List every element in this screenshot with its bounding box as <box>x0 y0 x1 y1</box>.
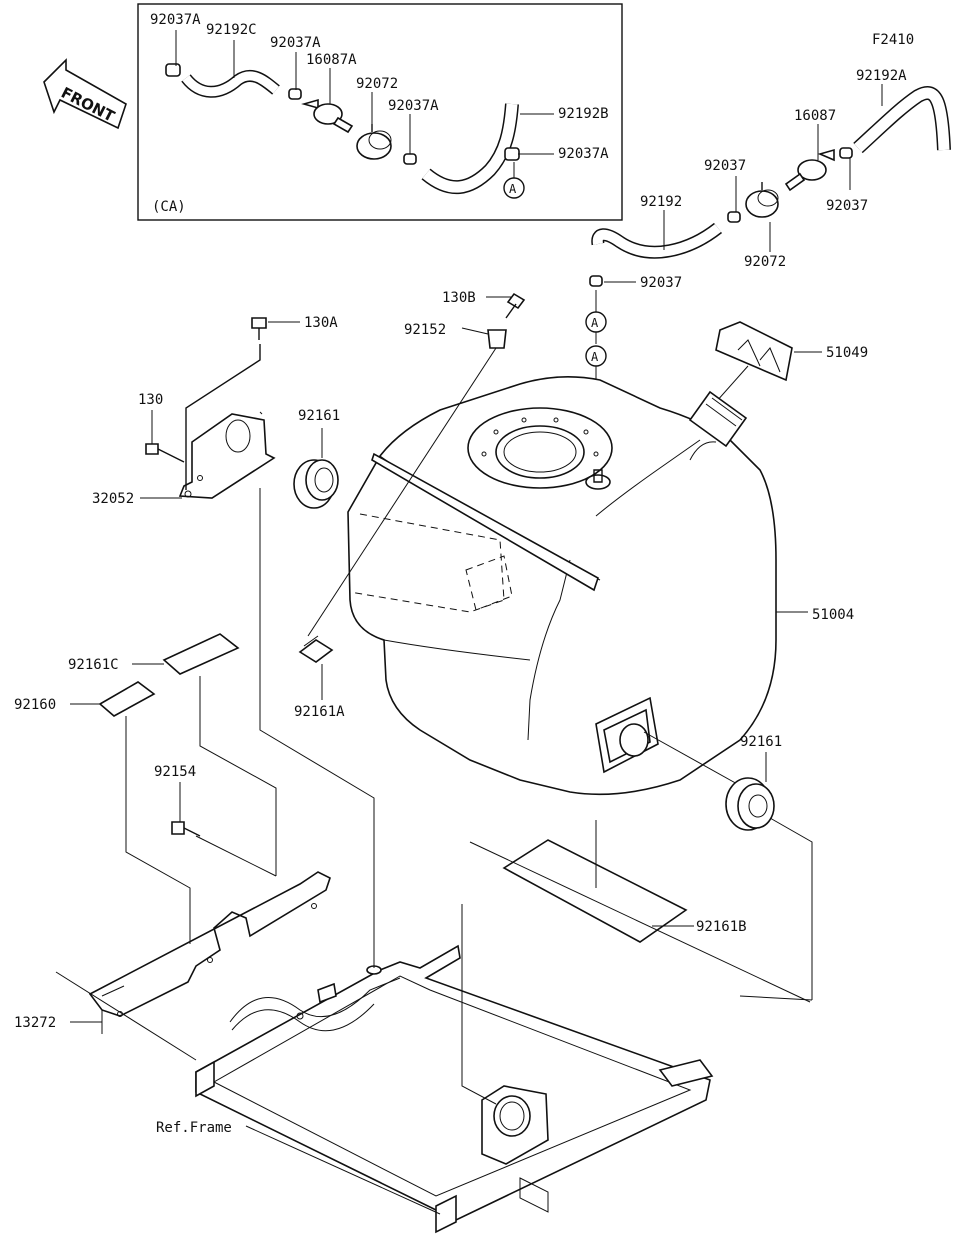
callout-92161c: 92161C <box>68 657 119 673</box>
callout-130a: 130A <box>304 315 338 331</box>
inset-callout-92037a-2: 92037A <box>270 35 321 51</box>
callout-92161a: 92161A <box>294 704 345 720</box>
inset-clamp-4 <box>504 147 520 161</box>
inset-clamp-3 <box>403 153 417 165</box>
front-direction-arrow: FRONT <box>43 58 127 130</box>
callout-16087: 16087 <box>794 108 836 124</box>
callout-92037-left: 92037 <box>704 158 746 174</box>
pad-92160 <box>98 681 156 717</box>
pad-92161a <box>298 635 334 663</box>
callout-92192a: 92192A <box>856 68 907 84</box>
inset-fuel-filter <box>301 98 354 134</box>
breather-hose-assembly <box>589 84 951 344</box>
inset-ref-marker <box>503 177 525 199</box>
bolt-130 <box>145 443 185 463</box>
callout-92154: 92154 <box>154 764 196 780</box>
callout-92160: 92160 <box>14 697 56 713</box>
callout-130: 130 <box>138 392 163 408</box>
ref-marker-1-label: A <box>591 316 599 330</box>
pad-92161c <box>162 633 240 675</box>
inset-ref-marker-label: A <box>509 182 517 196</box>
inset-callout-92037a-1: 92037A <box>150 12 201 28</box>
fuel-tank-51004 <box>347 376 777 796</box>
figure-code: F2410 <box>872 32 914 48</box>
callout-51049: 51049 <box>826 345 868 361</box>
callout-92037-right: 92037 <box>826 198 868 214</box>
inset-callout-92037a-4: 92037A <box>558 146 609 162</box>
inset-clamp-2 <box>288 88 302 100</box>
grommet-92161-lower <box>725 777 775 831</box>
callout-130b: 130B <box>442 290 476 306</box>
inset-callout-16087a: 16087A <box>306 52 357 68</box>
pad-92161b <box>502 839 688 943</box>
callout-92161-upper: 92161 <box>298 408 340 424</box>
frame-reference <box>195 944 714 1234</box>
ref-marker-2-label: A <box>591 350 599 364</box>
inset-callout-92072: 92072 <box>356 76 398 92</box>
callout-92161-lower: 92161 <box>740 734 782 750</box>
bolt-130b <box>505 292 526 319</box>
stay-13272 <box>88 871 331 1034</box>
callout-51004: 51004 <box>812 607 854 623</box>
grommet-92161-upper <box>293 459 339 509</box>
inset-clamp-1 <box>165 63 181 77</box>
callout-32052: 32052 <box>92 491 134 507</box>
assembly-guide-lines <box>55 488 813 1105</box>
callout-92161b: 92161B <box>696 919 747 935</box>
callout-92072: 92072 <box>744 254 786 270</box>
inset-callout-92192c: 92192C <box>206 22 257 38</box>
callout-92037-lower: 92037 <box>640 275 682 291</box>
callout-92192: 92192 <box>640 194 682 210</box>
filler-cap-51049 <box>715 321 793 382</box>
inset-callout-92192b: 92192B <box>558 106 609 122</box>
inset-ca-box: (CA) <box>137 3 623 221</box>
callout-92152: 92152 <box>404 322 446 338</box>
callout-ref-frame: Ref.Frame <box>156 1120 232 1136</box>
inset-region-label: (CA) <box>152 199 186 215</box>
bracket-32052 <box>178 344 276 499</box>
bolt-92154 <box>171 821 201 837</box>
bolt-130a <box>251 317 267 340</box>
callout-13272: 13272 <box>14 1015 56 1031</box>
inset-damper <box>356 124 392 160</box>
inset-callout-92037a-3: 92037A <box>388 98 439 114</box>
collar-92152 <box>487 329 507 349</box>
ref-marker-1 <box>585 311 607 333</box>
